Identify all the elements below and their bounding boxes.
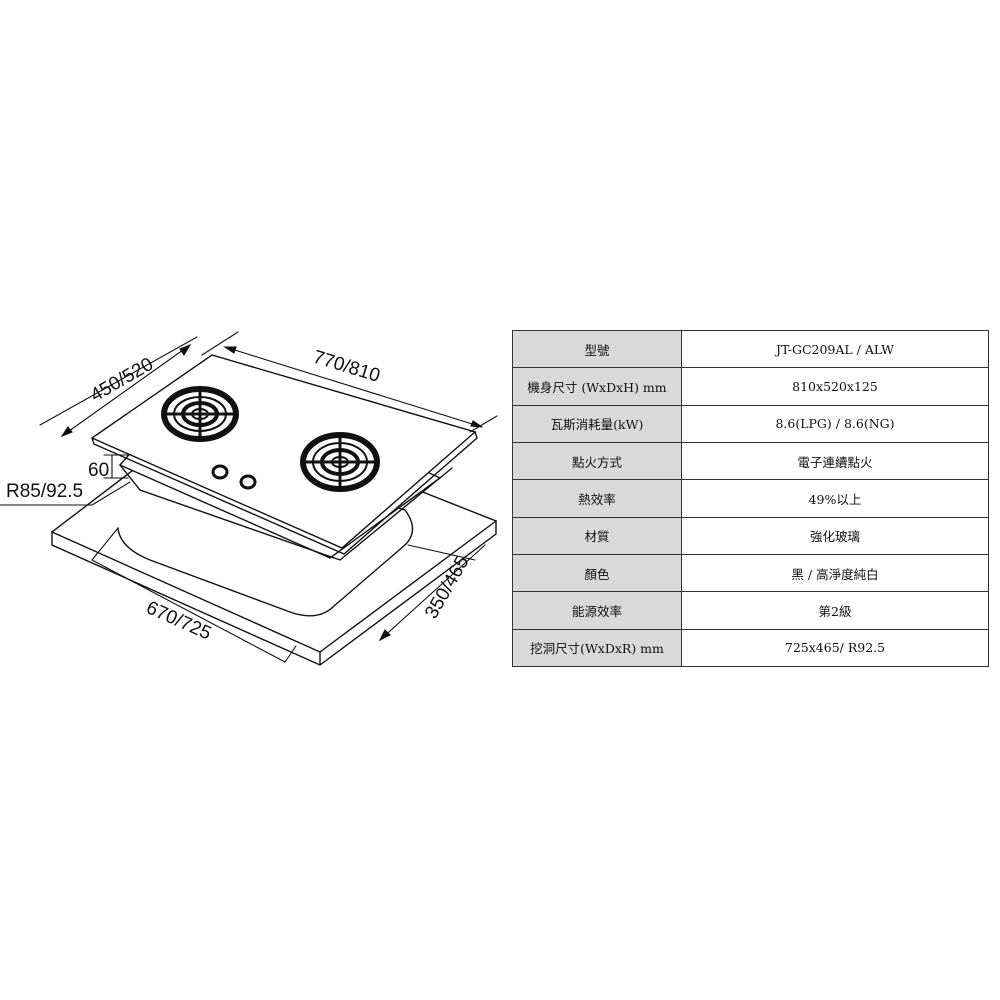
burner-left: [161, 386, 239, 442]
glass-top: [90, 354, 478, 555]
dim-body-height: 60: [88, 460, 109, 481]
spec-value: JT-GC209AL / ALW: [681, 329, 989, 369]
spec-label: 點火方式: [512, 441, 682, 481]
spec-label: 挖洞尺寸(WxDxR) mm: [512, 628, 682, 668]
dim-top-width: 770/810: [311, 347, 383, 387]
spec-value: 電子連續點火: [681, 441, 989, 481]
spec-value: 8.6(LPG) / 8.6(NG): [681, 404, 989, 443]
stove-dimension-diagram: 450/520 770/810 60 R85/92.5 670/725 350/…: [0, 331, 498, 666]
spec-row: 顏色黑 / 高淨度純白: [512, 553, 989, 593]
spec-row: 能源效率第2級: [512, 591, 989, 630]
spec-value: 強化玻璃: [681, 516, 989, 555]
spec-value: 第2級: [681, 591, 989, 630]
spec-value: 810x520x125: [681, 367, 989, 406]
spec-value: 725x465/ R92.5: [681, 628, 989, 668]
dim-top-depth: 450/520: [87, 354, 157, 407]
spec-label: 瓦斯消耗量(kW): [512, 404, 682, 443]
spec-label: 能源效率: [512, 591, 682, 630]
spec-row: 材質強化玻璃: [512, 516, 989, 555]
dim-cutout-width: 670/725: [143, 597, 214, 644]
spec-label: 材質: [512, 516, 682, 555]
spec-value: 49%以上: [681, 479, 989, 518]
spec-row: 瓦斯消耗量(kW)8.6(LPG) / 8.6(NG): [512, 404, 989, 443]
spec-row: 點火方式電子連續點火: [512, 441, 989, 481]
cutout-outline: [117, 439, 414, 617]
control-knobs: [211, 464, 257, 490]
dim-corner-radius: R85/92.5: [6, 481, 83, 502]
spec-label: 機身尺寸 (WxDxH) mm: [512, 367, 682, 406]
spec-label: 顏色: [512, 553, 682, 593]
burner-right: [300, 432, 380, 492]
dimension-lines: [0, 331, 498, 663]
spec-label: 型號: [512, 329, 682, 369]
spec-label: 熱效率: [512, 479, 682, 518]
spec-value: 黑 / 高淨度純白: [681, 553, 989, 593]
